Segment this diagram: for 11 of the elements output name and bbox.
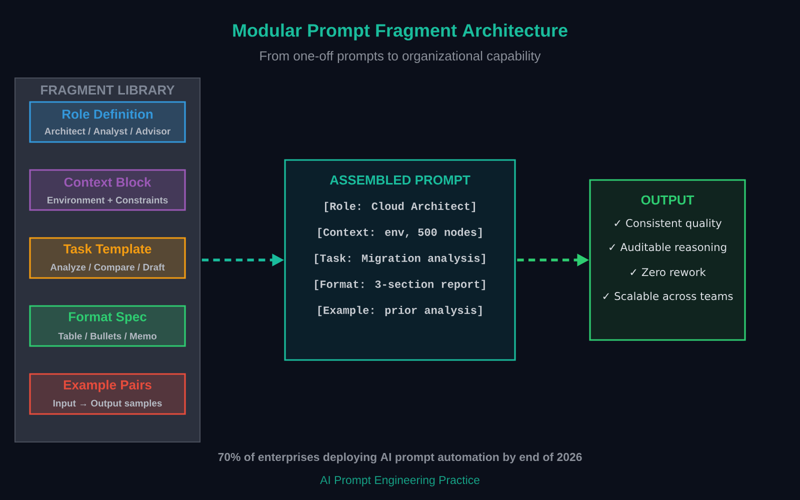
output-box: OUTPUT ✓ Consistent quality ✓ Auditable reasoning ✓ Zero rework ✓ Scalable across teams (589, 179, 746, 341)
fragment-box: Task Template Analyze / Compare / Draft (29, 237, 186, 279)
fragment-box: Format Spec Table / Bullets / Memo (29, 305, 186, 347)
footer-text: AI Prompt Engineering Practice (320, 476, 480, 486)
subtitle: From one-off prompts to organizational capability (260, 50, 541, 64)
fragment-box: Role Definition Architect / Analyst / Advisor (29, 101, 186, 143)
fragment-box: Example Pairs Input → Output samples (29, 373, 186, 415)
prompt-box: ASSEMBLED PROMPT [Role: Cloud Architect] [Context: env, 500 nodes] [Task: Migration analysis] [Format: 3-section report] [Example: prior analysis] (284, 159, 516, 361)
fragment-box: Context Block Environment + Constraints (29, 169, 186, 211)
footnote: 70% of enterprises deploying AI prompt automation by end of 2026 (218, 452, 582, 464)
title: Modular Prompt Fragment Architecture (233, 24, 568, 40)
